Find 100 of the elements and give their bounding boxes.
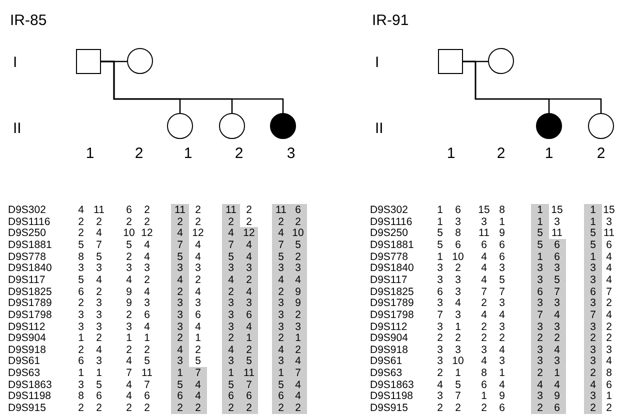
individual-number: 2 [496,144,506,164]
allele-value: 2 [606,297,612,310]
marker-name: D9S250 [8,227,46,240]
marker-name: D9S1116 [8,216,50,228]
allele-value: 15 [551,204,563,216]
allele-value: 1 [78,332,84,344]
marker-name: D9S904 [370,332,408,344]
allele-value: 3 [437,355,443,368]
allele-value: 2 [295,402,301,414]
allele-value: 3 [481,344,487,356]
allele-value: 2 [246,216,252,228]
allele-value: 3 [96,320,102,332]
allele-value: 2 [537,332,543,344]
allele-value: 2 [606,332,612,344]
male-square [438,49,463,74]
allele-value: 3 [96,262,102,274]
allele-value: 4 [126,355,132,368]
allele-value: 6 [554,402,560,414]
allele-value: 11 [142,367,152,380]
allele-value: 2 [481,297,487,310]
allele-value: 1 [228,367,234,380]
generation-numeral: II [13,119,22,139]
allele-value: 4 [499,308,505,321]
allele-value: 10 [452,355,464,368]
allele-value: 2 [78,227,84,240]
allele-value: 3 [144,262,150,274]
marker-name: D9S1840 [8,262,52,274]
allele-value: 4 [246,238,252,251]
allele-value: 3 [177,297,183,310]
individual-number: 1 [86,144,94,164]
allele-value: 4 [554,344,560,356]
allele-value: 12 [243,227,255,240]
generation-numeral: I [13,53,18,73]
allele-value: 3 [455,286,461,298]
individual-number: 1 [544,144,554,164]
allele-value: 2 [295,308,301,321]
allele-value: 2 [481,320,487,332]
allele-value: 6 [481,238,487,251]
allele-value: 4 [177,344,183,356]
marker-name: D9S117 [8,274,46,286]
allele-value: 5 [195,355,201,368]
allele-value: 6 [144,308,150,321]
allele-value: 2 [144,344,150,356]
allele-value: 1 [537,250,543,263]
marker-name: D9S63 [370,367,402,380]
allele-value: 1 [499,367,505,380]
allele-value: 7 [295,367,301,380]
allele-value: 3 [78,262,84,274]
allele-value: 1 [455,367,461,380]
allele-value: 4 [126,274,132,286]
allele-value: 2 [537,402,543,414]
allele-value: 5 [78,274,84,286]
allele-value: 2 [144,402,150,414]
allele-value: 4 [455,297,461,310]
allele-value: 1 [295,332,301,344]
allele-value: 12 [192,227,204,240]
allele-value: 9 [126,286,132,298]
allele-value: 5 [537,227,543,240]
allele-value: 4 [437,378,443,391]
descent-line [463,60,602,113]
allele-value: 4 [246,320,252,332]
allele-value: 2 [195,216,201,228]
allele-value: 5 [177,250,183,263]
allele-value: 2 [144,204,150,216]
allele-value: 3 [590,344,596,356]
allele-value: 3 [177,320,183,332]
allele-value: 3 [537,344,543,356]
allele-value: 6 [295,204,301,216]
allele-value: 4 [295,390,301,402]
allele-value: 6 [228,390,234,402]
allele-value: 7 [455,390,461,402]
allele-value: 3 [228,355,234,368]
allele-value: 7 [499,286,505,298]
marker-name: D9S63 [8,367,40,380]
allele-value: 11 [478,227,490,240]
allele-value: 1 [606,390,612,402]
allele-value: 4 [144,320,150,332]
allele-value: 4 [481,355,487,368]
allele-value: 9 [295,297,301,310]
allele-value: 4 [590,378,596,391]
allele-value: 2 [177,332,183,344]
allele-value: 4 [96,344,102,356]
allele-value: 3 [590,262,596,274]
allele-value: 3 [554,216,560,228]
allele-value: 3 [177,355,183,368]
allele-value: 3 [228,297,234,310]
allele-value: 4 [295,378,301,391]
allele-value: 2 [126,216,132,228]
marker-name: D9S918 [8,344,46,356]
allele-value: 3 [437,274,443,286]
individual-number: 2 [234,144,244,164]
allele-value: 7 [606,286,612,298]
allele-value: 2 [195,274,201,286]
allele-value: 3 [590,274,596,286]
allele-value: 4 [481,262,487,274]
allele-value: 5 [246,355,252,368]
allele-value: 3 [96,355,102,368]
allele-value: 6 [537,286,543,298]
allele-value: 2 [96,332,102,344]
allele-value: 6 [246,390,252,402]
